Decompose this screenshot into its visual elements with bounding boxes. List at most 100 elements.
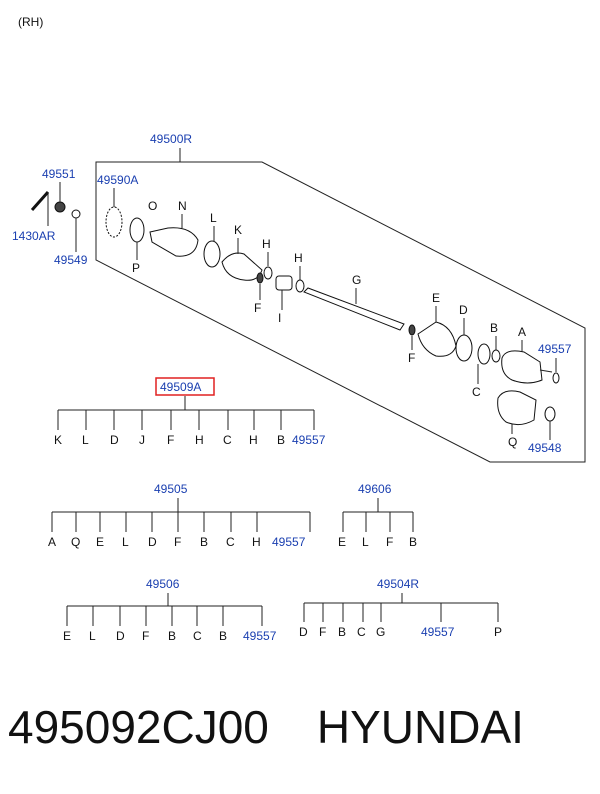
kit-49606-label: 49606 — [358, 482, 392, 496]
kit-49509A-highlight[interactable] — [155, 377, 215, 396]
kit-49509A-label[interactable]: 49509A — [160, 380, 201, 394]
clip-F2-shape — [408, 324, 416, 336]
letter-H-1: H — [262, 237, 271, 251]
kit-49506-item: L — [89, 629, 96, 643]
part-49548: 49548 — [528, 441, 562, 455]
letter-D: D — [459, 303, 468, 317]
kit-49506-item: B — [219, 629, 227, 643]
letter-G: G — [352, 273, 361, 287]
part-49557-right: 49557 — [538, 342, 572, 356]
ring-O-shape — [129, 217, 145, 243]
kit-49509A-item: 49557 — [292, 433, 326, 447]
kit-49509A-item: J — [139, 433, 145, 447]
kit-49506-item: 49557 — [243, 629, 277, 643]
letter-A: A — [518, 325, 526, 339]
letter-E: E — [432, 291, 440, 305]
kit-49606-item: E — [338, 535, 346, 549]
letter-B: B — [490, 321, 498, 335]
kit-49504R-items: D F B C G 49557 P — [299, 603, 502, 639]
kit-49505-item: H — [252, 535, 261, 549]
clip-F1-shape — [256, 272, 264, 284]
kit-49504R-item: G — [376, 625, 385, 639]
letter-F-2: F — [408, 351, 415, 365]
letter-N: N — [178, 199, 187, 213]
part-1430AR: 1430AR — [12, 229, 56, 243]
letter-I: I — [278, 311, 281, 325]
kit-49506-item: F — [142, 629, 149, 643]
boot-E-shape — [417, 321, 457, 357]
exploded-diagram: (RH) 49500R 49551 1430AR 49549 49590A O … — [12, 15, 586, 643]
tone-ring-shape — [105, 206, 123, 238]
kit-49506-label: 49506 — [146, 577, 180, 591]
footer-part-number: 495092CJ00 — [8, 701, 269, 753]
washer-shape — [71, 209, 81, 219]
kit-49606-item: B — [409, 535, 417, 549]
kit-49509A-item: F — [167, 433, 174, 447]
kit-49505-item: Q — [71, 535, 80, 549]
letter-Q: Q — [508, 435, 517, 449]
kit-49606-items: E L F B — [338, 512, 417, 549]
nut-shape — [54, 201, 66, 213]
footer: 495092CJ00 HYUNDAI — [8, 700, 598, 770]
kit-49505-item: A — [48, 535, 56, 549]
kit-49509A-item: C — [223, 433, 232, 447]
kit-49504R-label: 49504R — [377, 577, 419, 591]
housing-Q-shape — [497, 390, 537, 426]
kit-49509A-item: H — [249, 433, 258, 447]
part-49549: 49549 — [54, 253, 88, 267]
kit-49506-items: E L D F B C B 49557 — [63, 606, 277, 643]
shaft-G-shape — [303, 287, 405, 331]
inner-joint-A-shape — [501, 350, 543, 384]
kit-49509A-item: L — [82, 433, 89, 447]
clip-49557-shape — [552, 372, 560, 384]
footer-brand: HYUNDAI — [316, 701, 524, 753]
clip-B-shape — [491, 349, 501, 363]
kit-49504R-item: B — [338, 625, 346, 639]
assembly-label: 49500R — [150, 132, 192, 146]
clamp-H2-shape — [295, 279, 305, 293]
kit-49509A-item: D — [110, 433, 119, 447]
kit-49505-item: B — [200, 535, 208, 549]
kit-49505-item: F — [174, 535, 181, 549]
part-49590A: 49590A — [97, 173, 138, 187]
seal-49548-shape — [544, 406, 556, 422]
kit-49509A-items: K L D J F H C H B 49557 — [54, 410, 326, 447]
kit-49505-label: 49505 — [154, 482, 188, 496]
kit-49509A-item: H — [195, 433, 204, 447]
letter-P-left: P — [132, 261, 140, 275]
letter-L: L — [210, 211, 217, 225]
kit-49606-item: F — [386, 535, 393, 549]
part-49551: 49551 — [42, 167, 76, 181]
side-label: (RH) — [18, 15, 43, 29]
kit-49505-item: D — [148, 535, 157, 549]
kit-49509A-item: B — [277, 433, 285, 447]
stub-shape — [539, 369, 553, 373]
clamp-D-shape — [455, 334, 473, 362]
letter-C: C — [472, 385, 481, 399]
boot-K-shape — [221, 252, 263, 281]
clamp-H1-shape — [263, 266, 273, 280]
letter-F-1: F — [254, 301, 261, 315]
kit-49504R-item: 49557 — [421, 625, 455, 639]
letter-H-2: H — [294, 251, 303, 265]
bolt-shape — [30, 191, 50, 211]
kit-49504R-item: D — [299, 625, 308, 639]
kit-49505-item: 49557 — [272, 535, 306, 549]
kit-49509A-item: K — [54, 433, 62, 447]
kit-49504R-item: C — [357, 625, 366, 639]
assembly-outline — [95, 161, 586, 463]
kit-49506-item: C — [193, 629, 202, 643]
letter-O: O — [148, 199, 157, 213]
kit-49606-item: L — [362, 535, 369, 549]
letter-K: K — [234, 223, 242, 237]
kit-49506-item: B — [168, 629, 176, 643]
kit-49504R-item: F — [319, 625, 326, 639]
kit-49505-items: A Q E L D F B C H 49557 — [48, 512, 311, 549]
damper-I-shape — [275, 275, 293, 291]
kit-49505-item: L — [122, 535, 129, 549]
clamp-L-shape — [203, 240, 221, 268]
outer-joint-N-shape — [149, 227, 199, 257]
kit-49504R-item: P — [494, 625, 502, 639]
kit-49505-item: E — [96, 535, 104, 549]
kit-49505-item: C — [226, 535, 235, 549]
